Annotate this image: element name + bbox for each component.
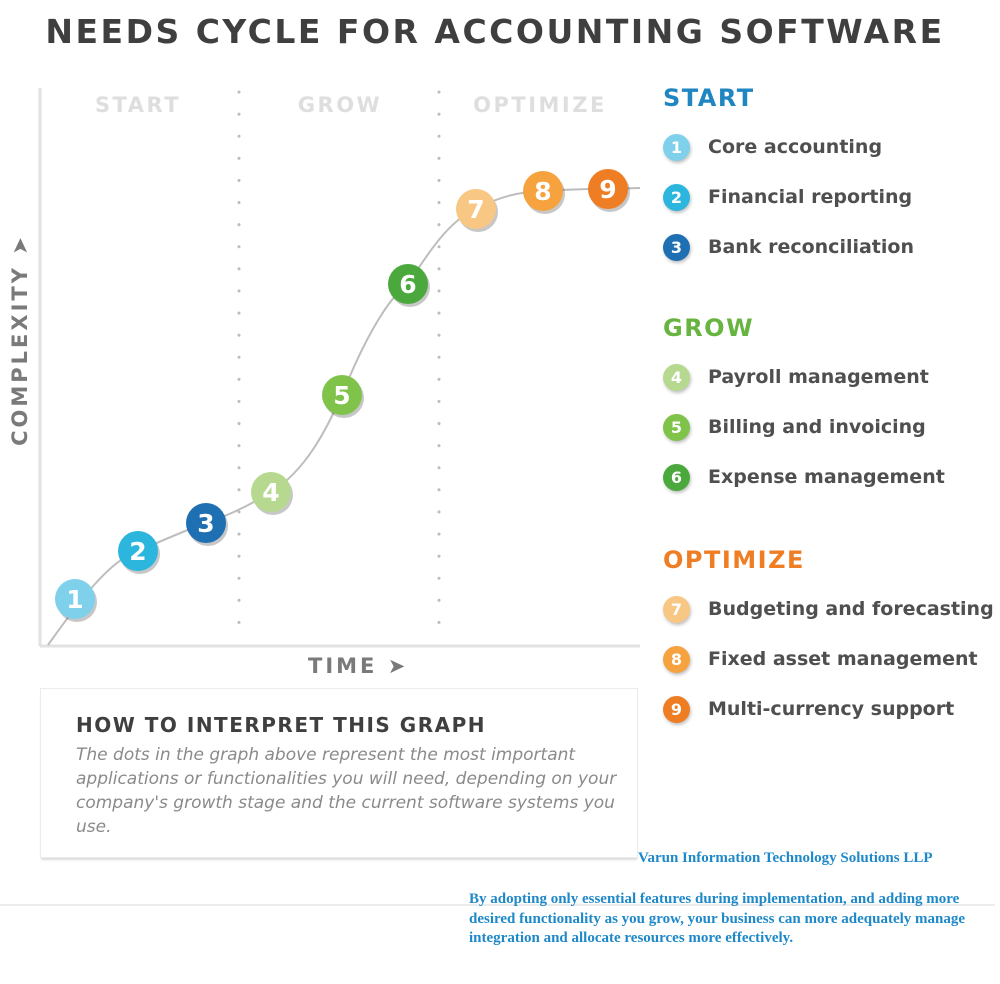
legend-item-label: Bank reconciliation: [708, 236, 914, 258]
legend-item: 1 Core accounting: [663, 122, 998, 172]
point-6: 6: [388, 264, 430, 307]
company-name: Varun Information Technology Solutions L…: [638, 850, 933, 866]
legend-item-label: Financial reporting: [708, 186, 913, 208]
badge-icon: 7: [663, 595, 690, 623]
point-label: 5: [333, 381, 350, 410]
badge-icon: 2: [663, 183, 690, 211]
badge-icon: 5: [663, 413, 690, 441]
point-label: 3: [197, 509, 214, 538]
phase-label-grow: GROW: [298, 93, 382, 117]
legend-item: 8 Fixed asset management: [663, 634, 998, 684]
point-3: 3: [186, 503, 228, 546]
arrow-up-icon: ➤: [8, 234, 32, 255]
interpretation-box: HOW TO INTERPRET THIS GRAPH The dots in …: [40, 688, 638, 858]
badge-icon: 4: [663, 363, 690, 391]
point-5: 5: [322, 375, 364, 418]
legend-item-label: Expense management: [708, 466, 945, 488]
page-title: NEEDS CYCLE FOR ACCOUNTING SOFTWARE: [45, 12, 945, 51]
legend-title-optimize: OPTIMIZE: [663, 546, 805, 574]
legend-item: 2 Financial reporting: [663, 172, 998, 222]
legend-item: 7 Budgeting and forecasting: [663, 584, 998, 634]
legend-group-optimize: OPTIMIZE 7 Budgeting and forecasting 8 Fix…: [663, 544, 998, 734]
legend-item-label: Budgeting and forecasting: [708, 598, 994, 620]
phase-label-optimize: OPTIMIZE: [473, 93, 607, 117]
legend-item: 4 Payroll management: [663, 352, 998, 402]
legend-item-label: Payroll management: [708, 366, 929, 388]
point-9: 9: [588, 169, 630, 212]
point-2: 2: [118, 531, 160, 574]
badge-icon: 3: [663, 233, 690, 261]
point-label: 9: [599, 175, 616, 204]
x-axis-label: TIME ➤: [308, 654, 409, 678]
badge-icon: 1: [663, 133, 690, 161]
badge-icon: 9: [663, 695, 690, 723]
legend-item: 5 Billing and invoicing: [663, 402, 998, 452]
legend-item: 6 Expense management: [663, 452, 998, 502]
y-axis-label: COMPLEXITY ➤: [8, 234, 32, 446]
point-label: 1: [66, 585, 83, 614]
point-8: 8: [523, 171, 565, 214]
needs-cycle-diagram: START GROW OPTIMIZE 1 2 3 4 5 6 7 8 9: [38, 88, 641, 648]
legend-item-label: Billing and invoicing: [708, 416, 926, 438]
point-1: 1: [55, 579, 97, 622]
legend-group-grow: GROW 4 Payroll management 5 Billing and in…: [663, 312, 998, 502]
badge-icon: 6: [663, 463, 690, 491]
point-4: 4: [251, 472, 293, 515]
legend-item-label: Multi-currency support: [708, 698, 955, 720]
point-7: 7: [456, 189, 498, 232]
arrow-right-icon: ➤: [387, 654, 409, 678]
legend-item-label: Fixed asset management: [708, 648, 978, 670]
phase-label-start: START: [95, 93, 181, 117]
legend-item: 9 Multi-currency support: [663, 684, 998, 734]
curve-points: 1 2 3 4 5 6 7 8 9: [55, 169, 630, 622]
badge-icon: 8: [663, 645, 690, 673]
legend: START 1 Core accounting 2 Financial report…: [663, 82, 998, 734]
legend-item-label: Core accounting: [708, 136, 883, 158]
point-label: 4: [262, 478, 279, 507]
interpretation-text: The dots in the graph above represent th…: [76, 745, 617, 837]
legend-title-grow: GROW: [663, 314, 755, 342]
point-label: 2: [129, 537, 146, 566]
point-label: 6: [399, 270, 416, 299]
legend-title-start: START: [663, 84, 755, 112]
interpretation-heading: HOW TO INTERPRET THIS GRAPH: [76, 713, 486, 737]
legend-item: 3 Bank reconciliation: [663, 222, 998, 272]
point-label: 8: [534, 177, 551, 206]
legend-group-start: START 1 Core accounting 2 Financial report…: [663, 82, 998, 272]
divider: [0, 904, 995, 906]
point-label: 7: [467, 195, 484, 224]
footer-note: By adopting only essential features duri…: [469, 891, 966, 946]
